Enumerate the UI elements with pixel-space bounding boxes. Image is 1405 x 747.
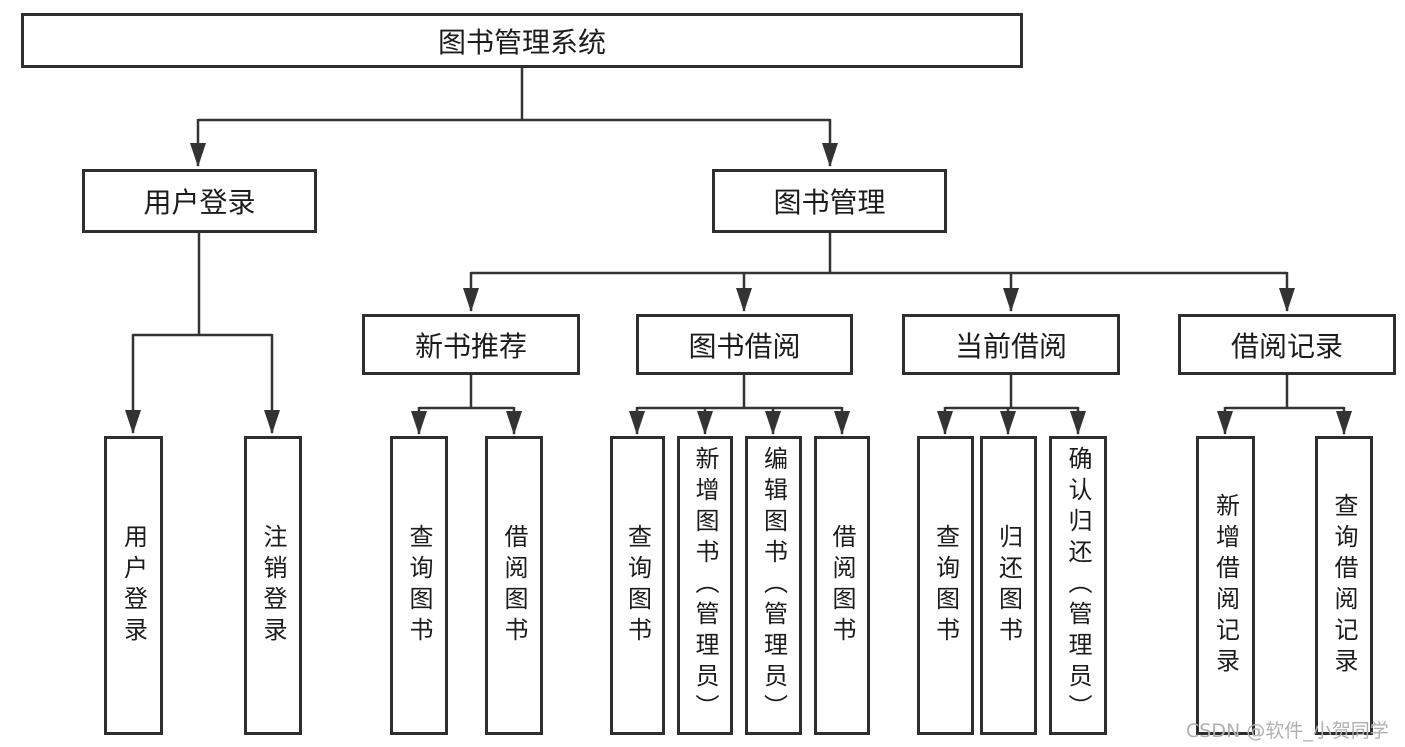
leaf-records-add-record: 新增借阅记录 [1196,436,1255,735]
leaf-records-query-record: 查询借阅记录 [1315,436,1373,735]
leaf-borrow-borrow-books: 借阅图书 [814,436,870,735]
leaf-rec-query-books: 查询图书 [390,436,448,735]
connector-userlogin-rail [133,233,272,337]
leaf-user-login: 用户登录 [104,436,163,735]
node-root-system: 图书管理系统 [21,13,1023,68]
leaf-current-query-books: 查询图书 [917,436,974,735]
leaf-borrow-query-books: 查询图书 [610,436,665,735]
leaf-logout: 注销登录 [244,436,302,735]
connector-borrow-rail [637,375,842,410]
node-current-borrowing: 当前借阅 [902,314,1120,375]
node-borrowing-records: 借阅记录 [1178,314,1396,375]
leaf-borrow-add-books-admin: 新增图书（管理员） [677,436,733,735]
leaf-rec-borrow-books: 借阅图书 [485,436,543,735]
node-new-book-recommendation: 新书推荐 [362,314,580,375]
node-book-borrowing: 图书借阅 [636,314,853,375]
node-book-management-module: 图书管理 [712,169,947,233]
connector-current-rail [945,375,1078,410]
connector-newrec-rail [419,375,514,410]
csdn-watermark: CSDN @软件_小贺同学 [1186,720,1389,742]
leaf-borrow-edit-books-admin: 编辑图书（管理员） [745,436,802,735]
leaf-current-return-books: 归还图书 [980,436,1037,735]
leaf-current-confirm-return-admin: 确认归还（管理员） [1049,436,1107,735]
node-user-login-module: 用户登录 [82,169,317,233]
connector-records-rail [1225,375,1344,410]
connector-bookmgmt-rail [471,233,1287,275]
